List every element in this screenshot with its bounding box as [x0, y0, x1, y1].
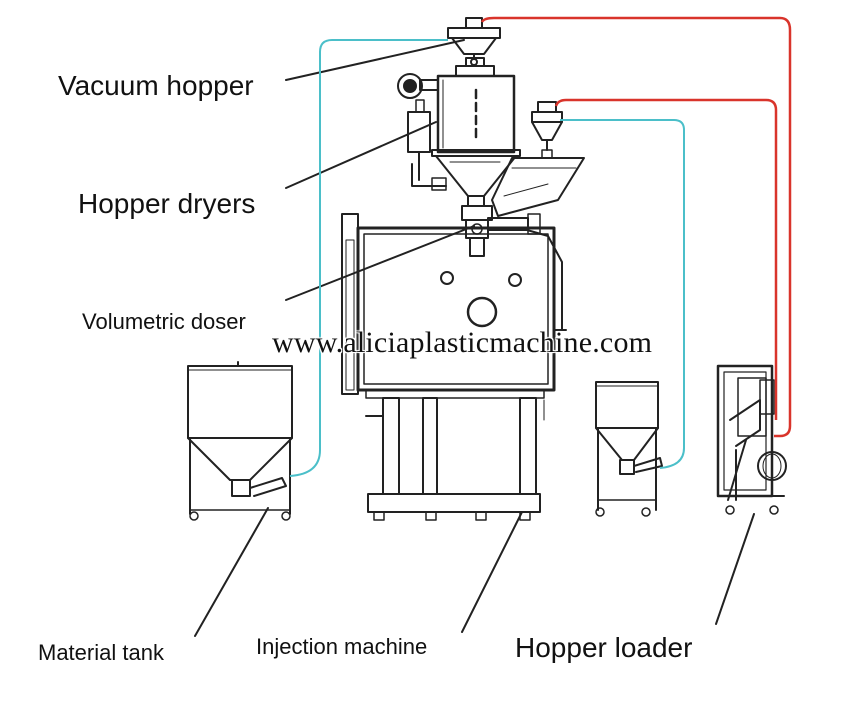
label-volumetric-doser: Volumetric doser [82, 309, 246, 334]
material-tank-large [187, 361, 293, 521]
label-hopper-loader: Hopper loader [515, 632, 693, 663]
material-tank-small [595, 381, 663, 517]
label-material-tank: Material tank [38, 640, 164, 665]
label-vacuum-hopper: Vacuum hopper [58, 70, 254, 101]
vacuum-lines [480, 16, 792, 438]
label-injection-machine: Injection machine [256, 634, 428, 659]
side-hopper [491, 101, 585, 217]
hopper-loader [716, 364, 787, 515]
watermark-url: www.aliciaplasticmachine.com [272, 326, 653, 359]
volumetric-doser [461, 205, 541, 257]
vacuum-hopper [447, 17, 501, 66]
injection-machine [341, 213, 567, 521]
leader-lines [194, 39, 755, 637]
material-lines [289, 39, 685, 477]
hopper-dryer [397, 57, 521, 207]
label-hopper-dryers: Hopper dryers [78, 188, 256, 219]
